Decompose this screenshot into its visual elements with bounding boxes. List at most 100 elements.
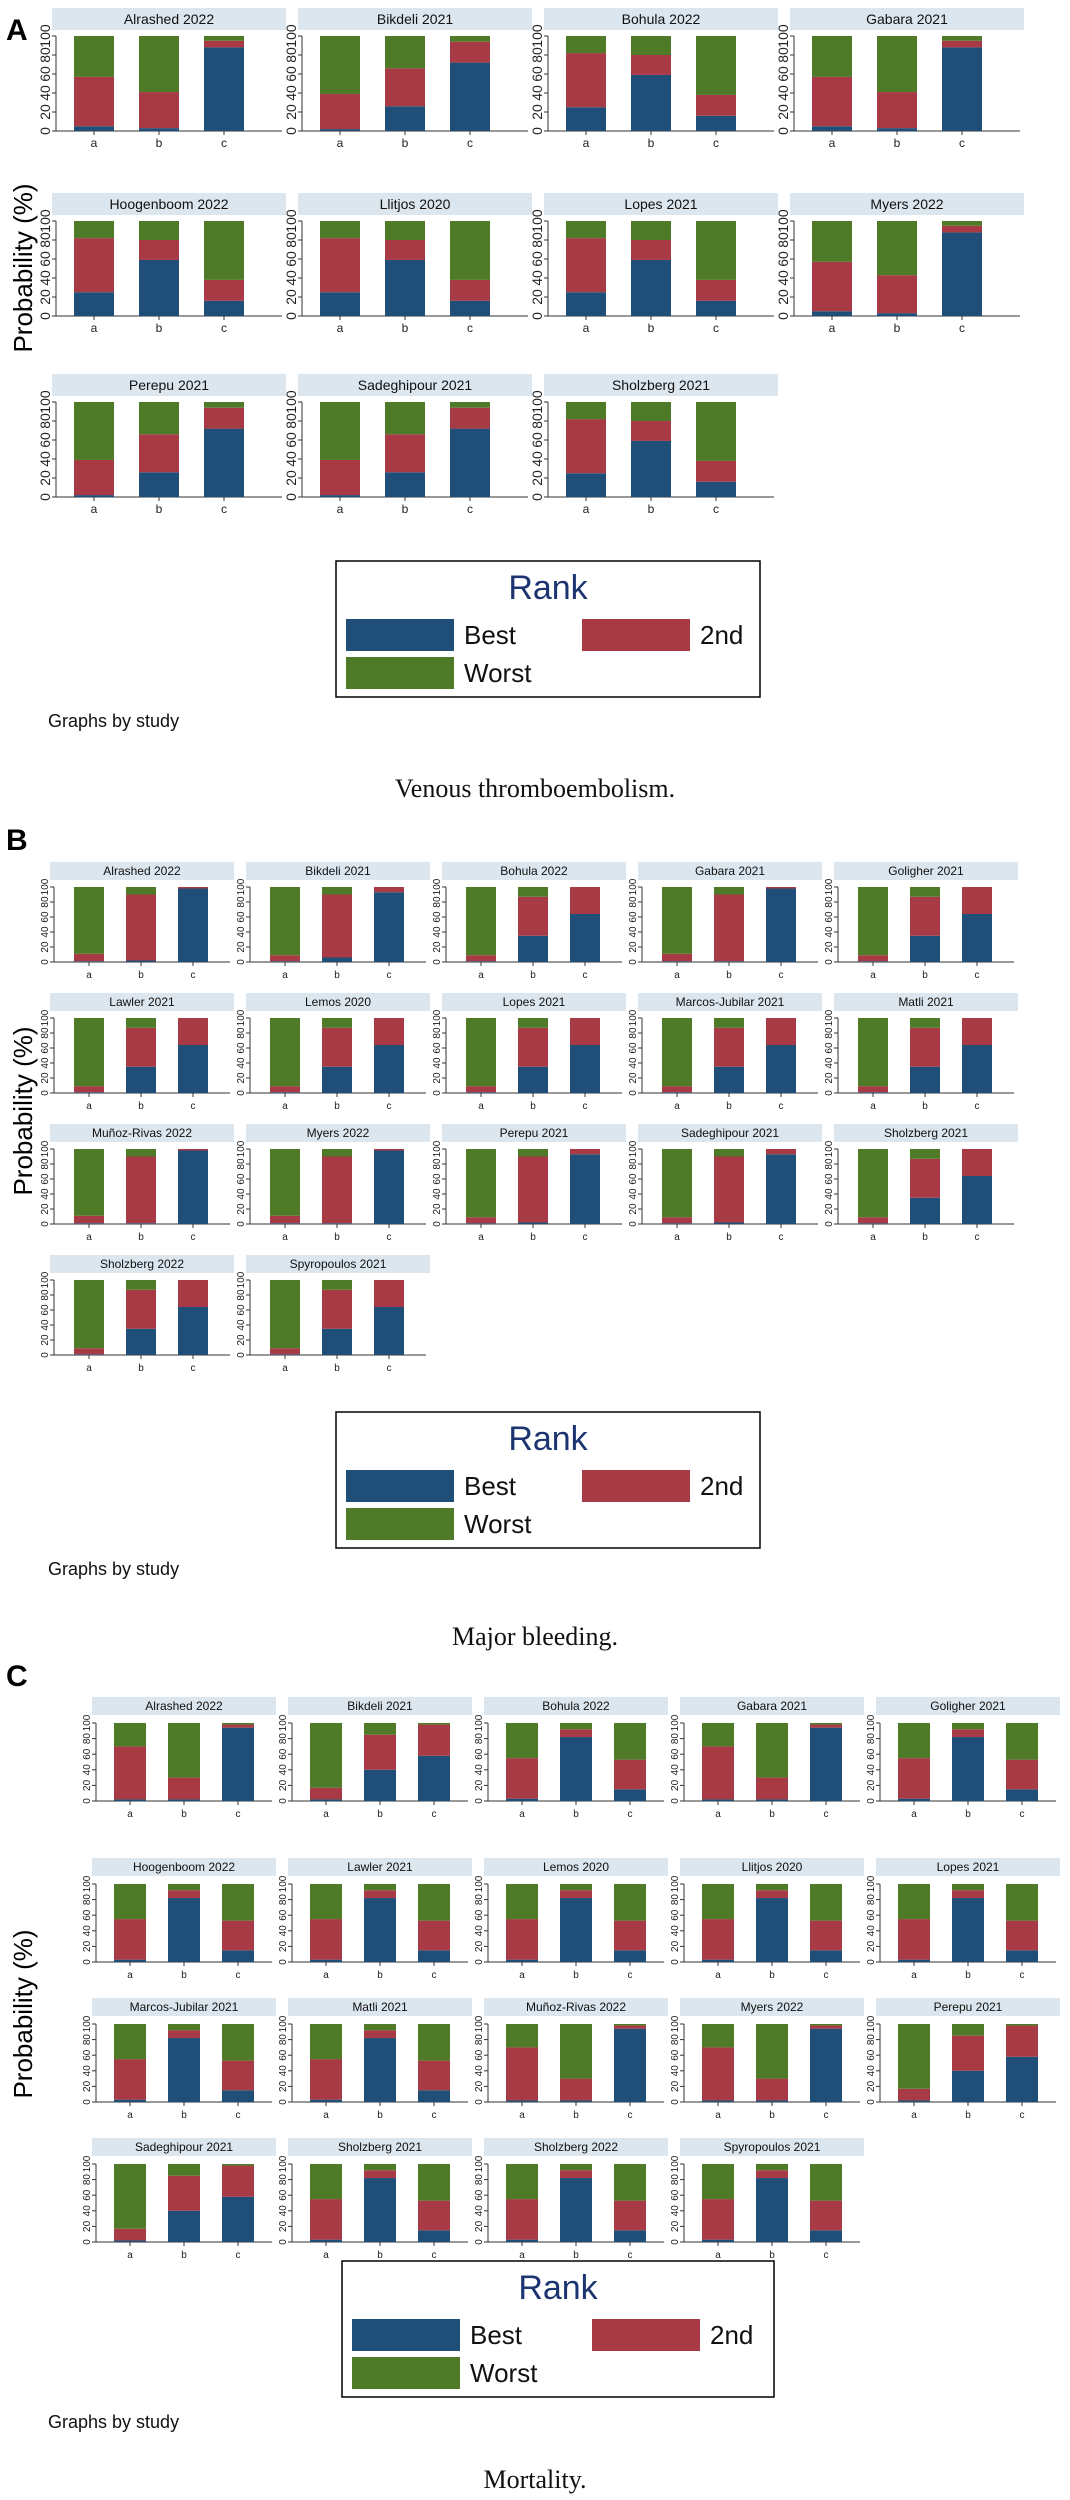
x-tick-label: a: [478, 970, 484, 981]
bar-c-worst: [418, 2164, 450, 2201]
y-tick-label: 0: [236, 1090, 247, 1096]
subplot-title: Marcos-Jubilar 2021: [676, 995, 785, 1009]
x-tick-label: b: [181, 1970, 187, 1981]
bar-b-best: [756, 1799, 788, 1801]
y-tick-label: 40: [670, 1764, 681, 1776]
bar-b-2nd: [139, 434, 179, 473]
legend-label: Worst: [464, 1509, 532, 1539]
bar-c-worst: [696, 402, 736, 461]
x-tick-label: c: [191, 970, 196, 981]
strip-header: [92, 1697, 276, 1715]
strip-header: [638, 993, 822, 1011]
y-tick-label: 0: [82, 1798, 93, 1804]
bar-c-best: [962, 1045, 992, 1093]
y-tick-label: 20: [236, 1334, 247, 1346]
bar-a-best: [310, 1799, 342, 1801]
bar-c-best: [810, 2230, 842, 2242]
y-tick-label: 100: [824, 878, 835, 895]
y-tick-label: 80: [40, 896, 51, 908]
y-tick-label: 40: [278, 2205, 289, 2217]
strip-header: [288, 1858, 472, 1876]
bar-b-worst: [322, 1280, 352, 1290]
bar-a-best: [74, 1092, 104, 1093]
bar-a-worst: [270, 1149, 300, 1216]
bar-b-worst: [364, 2024, 396, 2031]
bar-b-best: [139, 259, 179, 316]
bar-c-worst: [450, 402, 490, 408]
bar-b-2nd: [126, 1027, 156, 1067]
bar-b-2nd: [631, 421, 671, 441]
y-tick-label: 40: [283, 270, 299, 286]
x-tick-label: c: [432, 2110, 437, 2121]
y-tick-label: 20: [628, 1072, 639, 1084]
subplot-title: Bohula 2022: [622, 11, 701, 27]
bar-a-best: [858, 1223, 888, 1224]
bar-c-worst: [810, 2024, 842, 2026]
x-tick-label: b: [377, 1809, 383, 1820]
bar-c-2nd: [374, 1280, 404, 1307]
x-tick-label: b: [138, 1101, 144, 1112]
bar-b-best: [910, 1066, 940, 1093]
bar-a-2nd: [74, 76, 114, 127]
bar-a-2nd: [114, 1919, 146, 1960]
y-tick-label: 20: [670, 2080, 681, 2092]
bar-c-best: [766, 888, 796, 962]
x-tick-label: a: [478, 1101, 484, 1112]
bar-c-best: [614, 2230, 646, 2242]
bar-b-worst: [952, 1723, 984, 1730]
bar-a-2nd: [114, 1746, 146, 1800]
legend-label: 2nd: [710, 2320, 753, 2350]
y-tick-label: 40: [236, 1057, 247, 1069]
bar-a-2nd: [74, 238, 114, 293]
subplot-title: Bikdeli 2021: [377, 11, 453, 27]
y-tick-label: 60: [775, 66, 791, 82]
bar-b-worst: [518, 887, 548, 897]
x-tick-label: b: [138, 1232, 144, 1243]
y-tick-label: 80: [866, 1894, 877, 1906]
x-tick-label: c: [713, 136, 719, 150]
bar-b-worst: [126, 887, 156, 895]
bar-b-2nd: [385, 434, 425, 473]
legend-label: Worst: [464, 658, 532, 688]
bar-b-worst: [385, 221, 425, 240]
x-tick-label: c: [824, 1970, 829, 1981]
x-tick-label: b: [156, 502, 163, 516]
bar-b-best: [139, 472, 179, 497]
x-tick-label: b: [181, 2250, 187, 2261]
y-tick-label: 80: [283, 47, 299, 63]
bar-a-2nd: [898, 1758, 930, 1799]
y-tick-label: 40: [432, 1188, 443, 1200]
strip-header: [790, 8, 1024, 30]
x-tick-label: c: [628, 1970, 633, 1981]
y-tick-label: 60: [529, 66, 545, 82]
x-tick-label: c: [387, 1363, 392, 1374]
y-tick-label: 100: [529, 24, 545, 48]
bar-c-best: [418, 1950, 450, 1962]
bar-b-best: [560, 1737, 592, 1801]
strip-header: [246, 1124, 430, 1142]
y-tick-label: 100: [40, 1140, 51, 1157]
x-tick-label: b: [138, 970, 144, 981]
y-tick-label: 40: [529, 85, 545, 101]
bar-c-2nd: [766, 887, 796, 889]
y-tick-label: 80: [628, 896, 639, 908]
x-tick-label: a: [282, 1232, 288, 1243]
bar-b-worst: [168, 2024, 200, 2031]
bar-b-best: [714, 1066, 744, 1093]
bar-a-best: [812, 311, 852, 316]
y-tick-label: 60: [670, 1909, 681, 1921]
bar-a-2nd: [662, 953, 692, 962]
bar-a-2nd: [310, 2199, 342, 2240]
bar-a-worst: [310, 1884, 342, 1920]
x-tick-label: b: [769, 1970, 775, 1981]
bar-b-worst: [631, 402, 671, 421]
x-tick-label: b: [181, 2110, 187, 2121]
bar-a-best: [466, 1223, 496, 1224]
y-tick-label: 80: [824, 1027, 835, 1039]
subplot-title: Sadeghipour 2021: [358, 377, 473, 393]
strip-header: [298, 193, 532, 215]
y-tick-label: 40: [82, 1764, 93, 1776]
